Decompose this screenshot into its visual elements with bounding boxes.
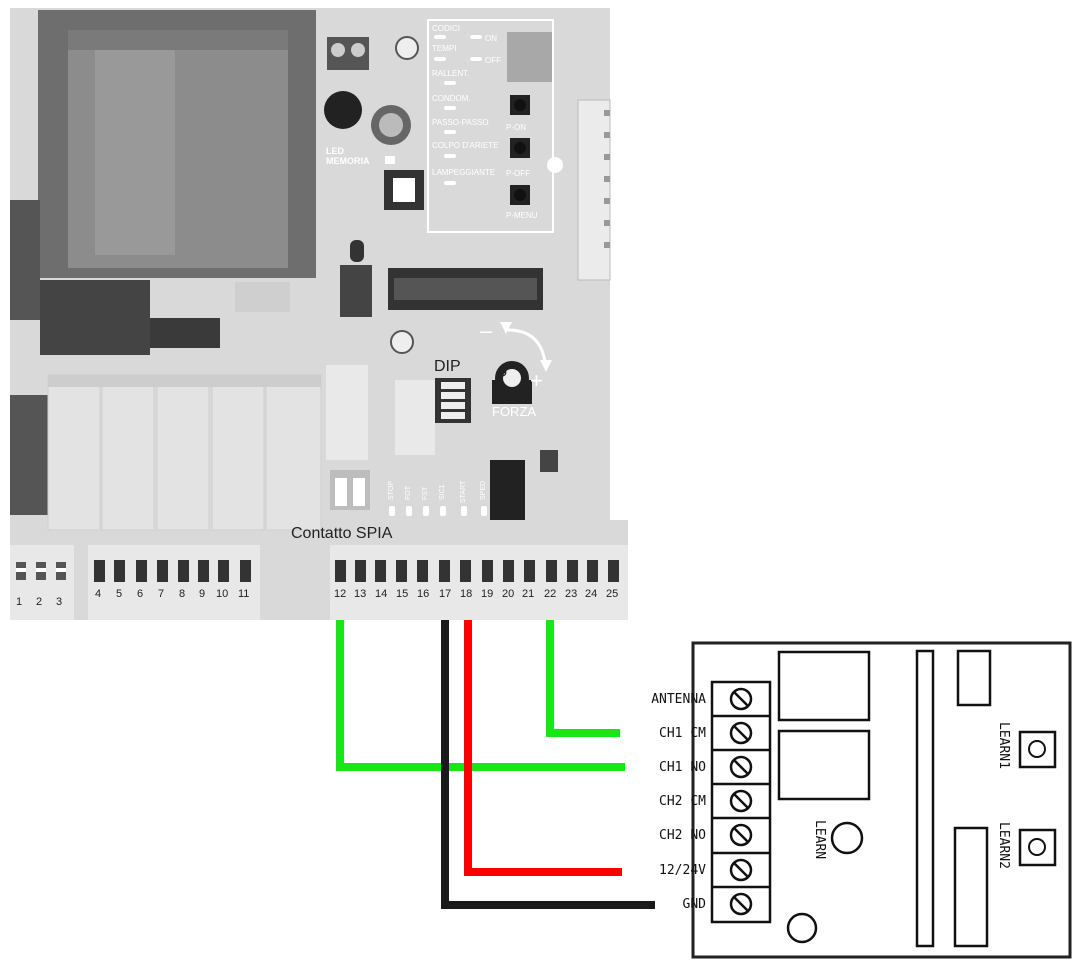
receiver-antenna-strip <box>915 649 935 948</box>
pin-label-ch2-cm: CH2 CM <box>659 794 706 809</box>
right-side-connector <box>577 99 611 281</box>
learn1-button[interactable] <box>1018 730 1057 769</box>
off-label: OFF <box>485 56 501 65</box>
terminal-16: 16 <box>417 588 429 600</box>
receiver-led <box>786 912 818 944</box>
terminal-13: 13 <box>354 588 366 600</box>
receiver-relay-1 <box>777 650 871 722</box>
wire-22-to-ch1-cm <box>546 620 620 737</box>
forza-potentiometer[interactable]: ⊕ <box>492 361 532 404</box>
dip-label: DIP <box>434 358 461 375</box>
terminal-15: 15 <box>396 588 408 600</box>
triac <box>490 460 525 520</box>
led-label-condom: CONDOM. <box>432 94 471 103</box>
terminal-9: 9 <box>199 588 205 600</box>
terminal-8: 8 <box>179 588 185 600</box>
input-leds: STOP FOT FST SIC1 START SPED <box>388 480 487 503</box>
terminal-11: 11 <box>238 588 249 600</box>
learn-button[interactable] <box>830 821 864 855</box>
led-label-codici: CODICI <box>432 24 460 33</box>
power-block <box>40 280 150 355</box>
terminal-23: 23 <box>565 588 577 600</box>
learn2-label: LEARN2 <box>996 822 1011 869</box>
terminal-1: 1 <box>16 596 22 608</box>
learn2-button[interactable] <box>1018 828 1057 867</box>
pin-label-ch2-no: CH2 NO <box>659 828 706 843</box>
small-ic <box>340 265 372 317</box>
input-sic1: SIC1 <box>439 484 446 500</box>
control-board: CODICI TEMPI RALLENT. CONDOM. PASSO-PASS… <box>10 8 628 620</box>
receiver-module: ANTENNA CH1 CM CH1 NO CH2 CM CH2 NO 12/2… <box>651 641 1072 959</box>
pin-label-antenna: ANTENNA <box>651 692 706 707</box>
pin-label-ch1-cm: CH1 CM <box>659 726 706 741</box>
terminal-22: 22 <box>544 588 556 600</box>
led-label-lampeggiante: LAMPEGGIANTE <box>432 168 495 177</box>
terminal-block-2: 4 5 6 7 8 9 10 11 <box>88 545 260 620</box>
learn-label: LEARN <box>812 820 827 859</box>
led-memoria-label-2: MEMORIA <box>326 156 370 166</box>
pin-label-gnd: GND <box>683 897 707 912</box>
svg-text:⊕: ⊕ <box>498 367 507 379</box>
side-connector-top <box>10 200 40 320</box>
relay-small-2 <box>395 380 435 455</box>
receiver-screw-terminals <box>710 680 772 924</box>
button-label-p-on: P-ON <box>506 123 526 132</box>
side-connector-bottom <box>10 395 48 515</box>
wire-12-to-ch1-no <box>336 620 625 771</box>
terminal-19: 19 <box>481 588 493 600</box>
rotation-arrow <box>507 328 547 363</box>
terminal-2: 2 <box>36 596 42 608</box>
forza-label: FORZA <box>492 404 536 419</box>
plus-sign: + <box>530 368 543 393</box>
wire-17-to-gnd <box>441 620 655 909</box>
minus-sign: – <box>480 318 493 343</box>
led-label-rallent: RALLENT. <box>432 69 469 78</box>
terminal-3: 3 <box>56 596 62 608</box>
input-sped: SPED <box>480 481 487 500</box>
input-stop: STOP <box>388 481 395 500</box>
terminal-21: 21 <box>522 588 534 600</box>
transformer <box>38 10 316 278</box>
button-label-p-menu: P-MENU <box>506 211 538 220</box>
terminal-18: 18 <box>460 588 472 600</box>
led-panel: CODICI TEMPI RALLENT. CONDOM. PASSO-PASS… <box>427 19 554 233</box>
input-fot: FOT <box>405 485 412 500</box>
pin-label-12-24v: 12/24V <box>659 863 706 878</box>
input-start: START <box>460 480 467 503</box>
led-label-tempi: TEMPI <box>432 44 456 53</box>
terminal-20: 20 <box>502 588 514 600</box>
terminal-17: 17 <box>439 588 451 600</box>
terminal-12: 12 <box>334 588 346 600</box>
learn1-label: LEARN1 <box>996 722 1011 769</box>
receiver-relay-2 <box>777 729 871 801</box>
terminal-25: 25 <box>606 588 618 600</box>
terminal-24: 24 <box>585 588 597 600</box>
led-memoria-led <box>385 156 395 164</box>
on-label: ON <box>485 34 497 43</box>
led-label-passo: PASSO-PASSO <box>432 118 489 127</box>
terminal-6: 6 <box>137 588 143 600</box>
contatto-spia-label: Contatto SPIA <box>291 525 393 542</box>
wires <box>336 620 655 909</box>
terminal-14: 14 <box>375 588 387 600</box>
terminal-block-1: 1 2 3 <box>10 545 74 620</box>
led-memoria-label-1: LED <box>326 146 345 156</box>
dip-switch <box>435 378 471 423</box>
relay-small-1 <box>326 365 368 460</box>
relays <box>47 374 322 531</box>
led-label-colpo: COLPO D'ARIETE <box>432 141 498 150</box>
buzzer <box>324 91 362 129</box>
pin-label-ch1-no: CH1 NO <box>659 760 706 775</box>
fuse-cap <box>395 36 419 60</box>
terminal-4: 4 <box>95 588 101 600</box>
wire-18-to-12-24v <box>464 620 622 876</box>
terminal-10: 10 <box>216 588 228 600</box>
button-label-p-off: P-OFF <box>506 169 530 178</box>
terminal-5: 5 <box>116 588 122 600</box>
terminal-block-3: 12 13 14 15 16 17 18 19 20 21 22 23 24 2… <box>330 545 628 620</box>
input-fst: FST <box>422 486 429 500</box>
terminal-7: 7 <box>158 588 164 600</box>
